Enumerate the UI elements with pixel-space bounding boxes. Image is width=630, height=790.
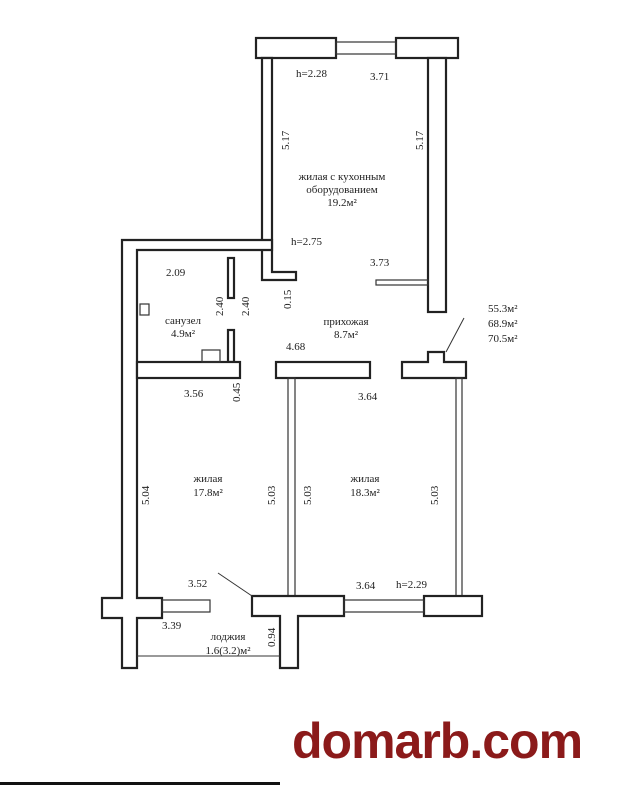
- window: [343, 599, 425, 613]
- room-area: 17.8м²: [193, 487, 223, 499]
- divider: [0, 782, 280, 785]
- dimension: 5.03: [302, 485, 314, 505]
- room-name: прихожая: [323, 316, 368, 328]
- dimension: 3.71: [370, 71, 389, 83]
- dimension: 2.09: [166, 267, 186, 279]
- dimension: h=2.29: [396, 579, 427, 591]
- dimension: h=2.75: [291, 236, 322, 248]
- dimension: 3.39: [162, 620, 182, 632]
- dimension: 3.56: [184, 388, 204, 400]
- room-area: 18.3м²: [350, 487, 380, 499]
- wall: [274, 360, 372, 380]
- wall: [426, 56, 448, 314]
- room-area: 1.6(3.2)м²: [205, 645, 251, 657]
- room-name: жилая: [193, 473, 223, 485]
- window: [335, 41, 397, 55]
- dimension: 4.68: [286, 341, 306, 353]
- room-area: 4.9м²: [171, 328, 196, 340]
- dimension: 2.40: [240, 296, 252, 316]
- dimension: 5.03: [429, 485, 441, 505]
- wall: [226, 328, 236, 364]
- dimension: 3.64: [358, 391, 378, 403]
- dimension: 3.73: [370, 257, 390, 269]
- wall: [375, 279, 429, 286]
- room-area: 8.7м²: [334, 329, 359, 341]
- door-line: [217, 572, 253, 597]
- total-area: 68.9м²: [488, 318, 518, 330]
- dimension: 5.17: [280, 130, 292, 150]
- dimension: 0.15: [282, 289, 294, 309]
- dimension: 3.64: [356, 580, 376, 592]
- vent: [139, 303, 150, 316]
- dimension: 2.40: [214, 296, 226, 316]
- total-area: 55.3м²: [488, 303, 518, 315]
- dimension: 0.94: [266, 627, 278, 647]
- room-name: жилая с кухонным: [298, 171, 386, 183]
- wall: [226, 256, 236, 300]
- wall: [287, 377, 296, 597]
- wall: [455, 377, 463, 597]
- dimension: 5.17: [414, 130, 426, 150]
- room-name: лоджия: [211, 631, 246, 643]
- room-name: оборудованием: [306, 184, 377, 196]
- wall: [422, 594, 484, 618]
- wall: [394, 36, 460, 60]
- window: [161, 599, 211, 613]
- room-area: 19.2м²: [327, 197, 357, 209]
- dimension: 0.45: [231, 382, 243, 402]
- wall: [400, 350, 468, 380]
- site-logo: domarb.com: [292, 713, 583, 769]
- dimension: 5.03: [266, 485, 278, 505]
- wall: [100, 238, 274, 670]
- pointer-line: [445, 317, 465, 353]
- dimension: 3.52: [188, 578, 207, 590]
- wall: [135, 360, 242, 380]
- dimension: 5.04: [140, 485, 152, 505]
- room-name: санузел: [165, 315, 202, 327]
- wall: [260, 56, 298, 282]
- total-area: 70.5м²: [488, 333, 518, 345]
- wall: [254, 36, 338, 60]
- room-name: жилая: [350, 473, 380, 485]
- dimension: h=2.28: [296, 68, 327, 80]
- vent: [201, 349, 221, 363]
